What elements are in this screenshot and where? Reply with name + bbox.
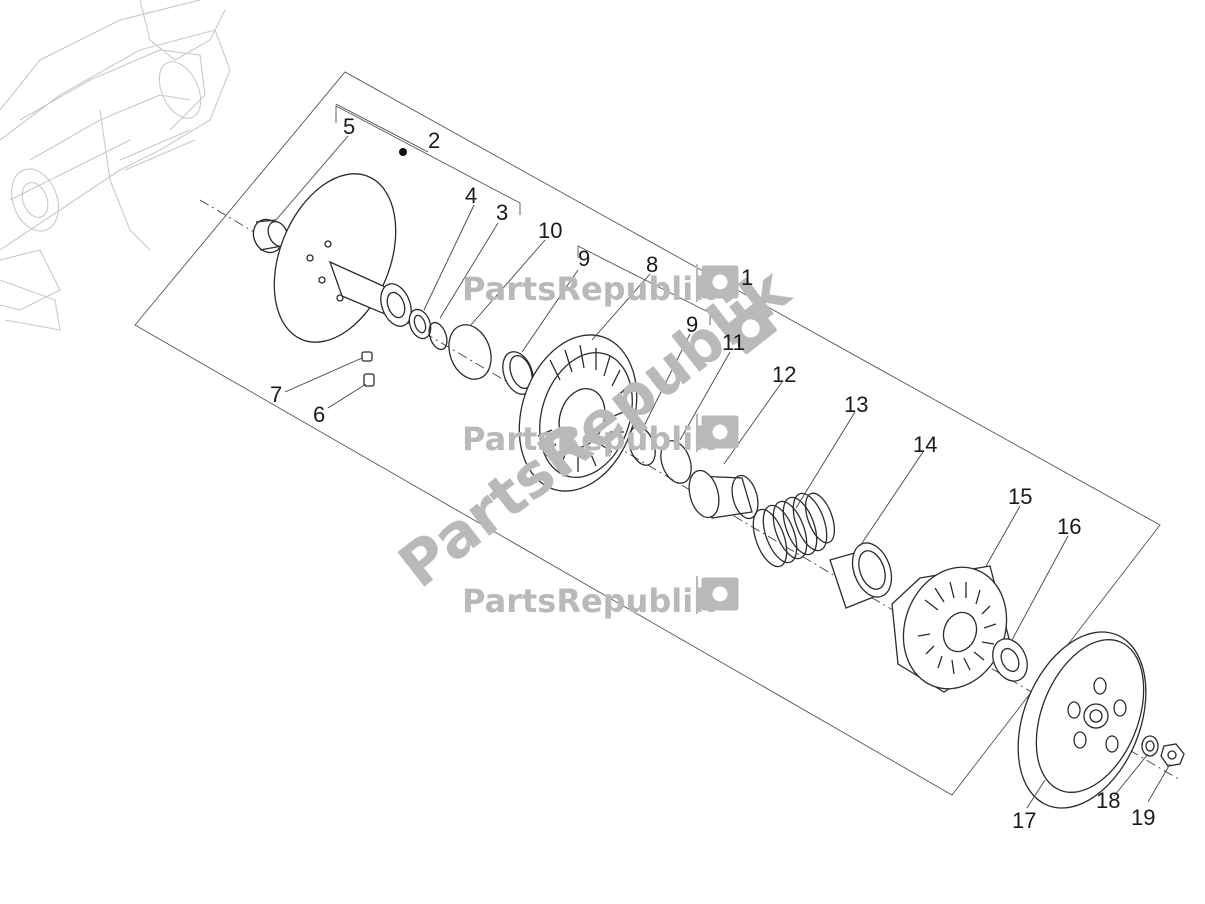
callout-5: 5 (343, 114, 355, 139)
part-19-nut (1160, 743, 1185, 767)
gear-flag-icon-diagonal (724, 302, 777, 355)
part-11-o-ring (660, 440, 692, 484)
part-18-washer (1141, 735, 1159, 757)
callout-leaders (275, 103, 1171, 809)
assembly-frame (134, 71, 1161, 796)
part-3-circlip (428, 321, 448, 351)
watermark-text-1: PartsRepublik (462, 270, 715, 308)
callout-3: 3 (496, 200, 508, 225)
part-16-washer (992, 638, 1028, 682)
callout-1: 1 (741, 265, 753, 290)
callout-18: 18 (1096, 788, 1120, 813)
callout-8: 8 (646, 252, 658, 277)
watermark-text-3: PartsRepublik (462, 582, 715, 620)
part-12-sleeve (688, 469, 759, 520)
callout-9b: 9 (686, 312, 698, 337)
callout-17: 17 (1012, 808, 1036, 833)
part-4-seal (408, 308, 432, 340)
part-8-movable-half-pulley (518, 334, 638, 492)
part-17-clutch-bell (1017, 631, 1147, 809)
part-9-seal-2 (628, 426, 656, 466)
watermark-text-2: PartsRepublik (462, 420, 715, 458)
callout-13: 13 (844, 392, 868, 417)
callout-12: 12 (772, 362, 796, 387)
part-2-fixed-half-pulley (273, 148, 412, 343)
callout-6: 6 (313, 402, 325, 427)
part-14-spring-cup (829, 542, 893, 609)
callout-labels: 1 2 3 4 5 6 7 8 9 9 10 11 12 13 14 15 16… (270, 114, 1155, 833)
callout-4: 4 (465, 183, 477, 208)
callout-11: 11 (722, 330, 745, 355)
callout-19: 19 (1131, 805, 1155, 830)
callout-16: 16 (1057, 514, 1081, 539)
callout-7: 7 (270, 382, 282, 407)
callout-15: 15 (1008, 484, 1032, 509)
callout-2: 2 (428, 128, 440, 153)
gear-flag-icon (696, 264, 739, 302)
callout-14: 14 (913, 432, 937, 457)
gear-flag-icon-2 (696, 414, 739, 452)
part-10-o-ring (448, 324, 492, 380)
gear-flag-icon-3 (696, 576, 739, 614)
engine-background-sketch (0, 0, 231, 331)
callout-10: 10 (538, 218, 562, 243)
part-13-spring (752, 492, 836, 568)
watermark-group: PartsRepublik PartsRepublik PartsRepubli… (386, 254, 804, 620)
part-6-7-pin-screw (361, 351, 375, 387)
part-15-clutch (891, 565, 1013, 693)
callout-9a: 9 (578, 246, 590, 271)
